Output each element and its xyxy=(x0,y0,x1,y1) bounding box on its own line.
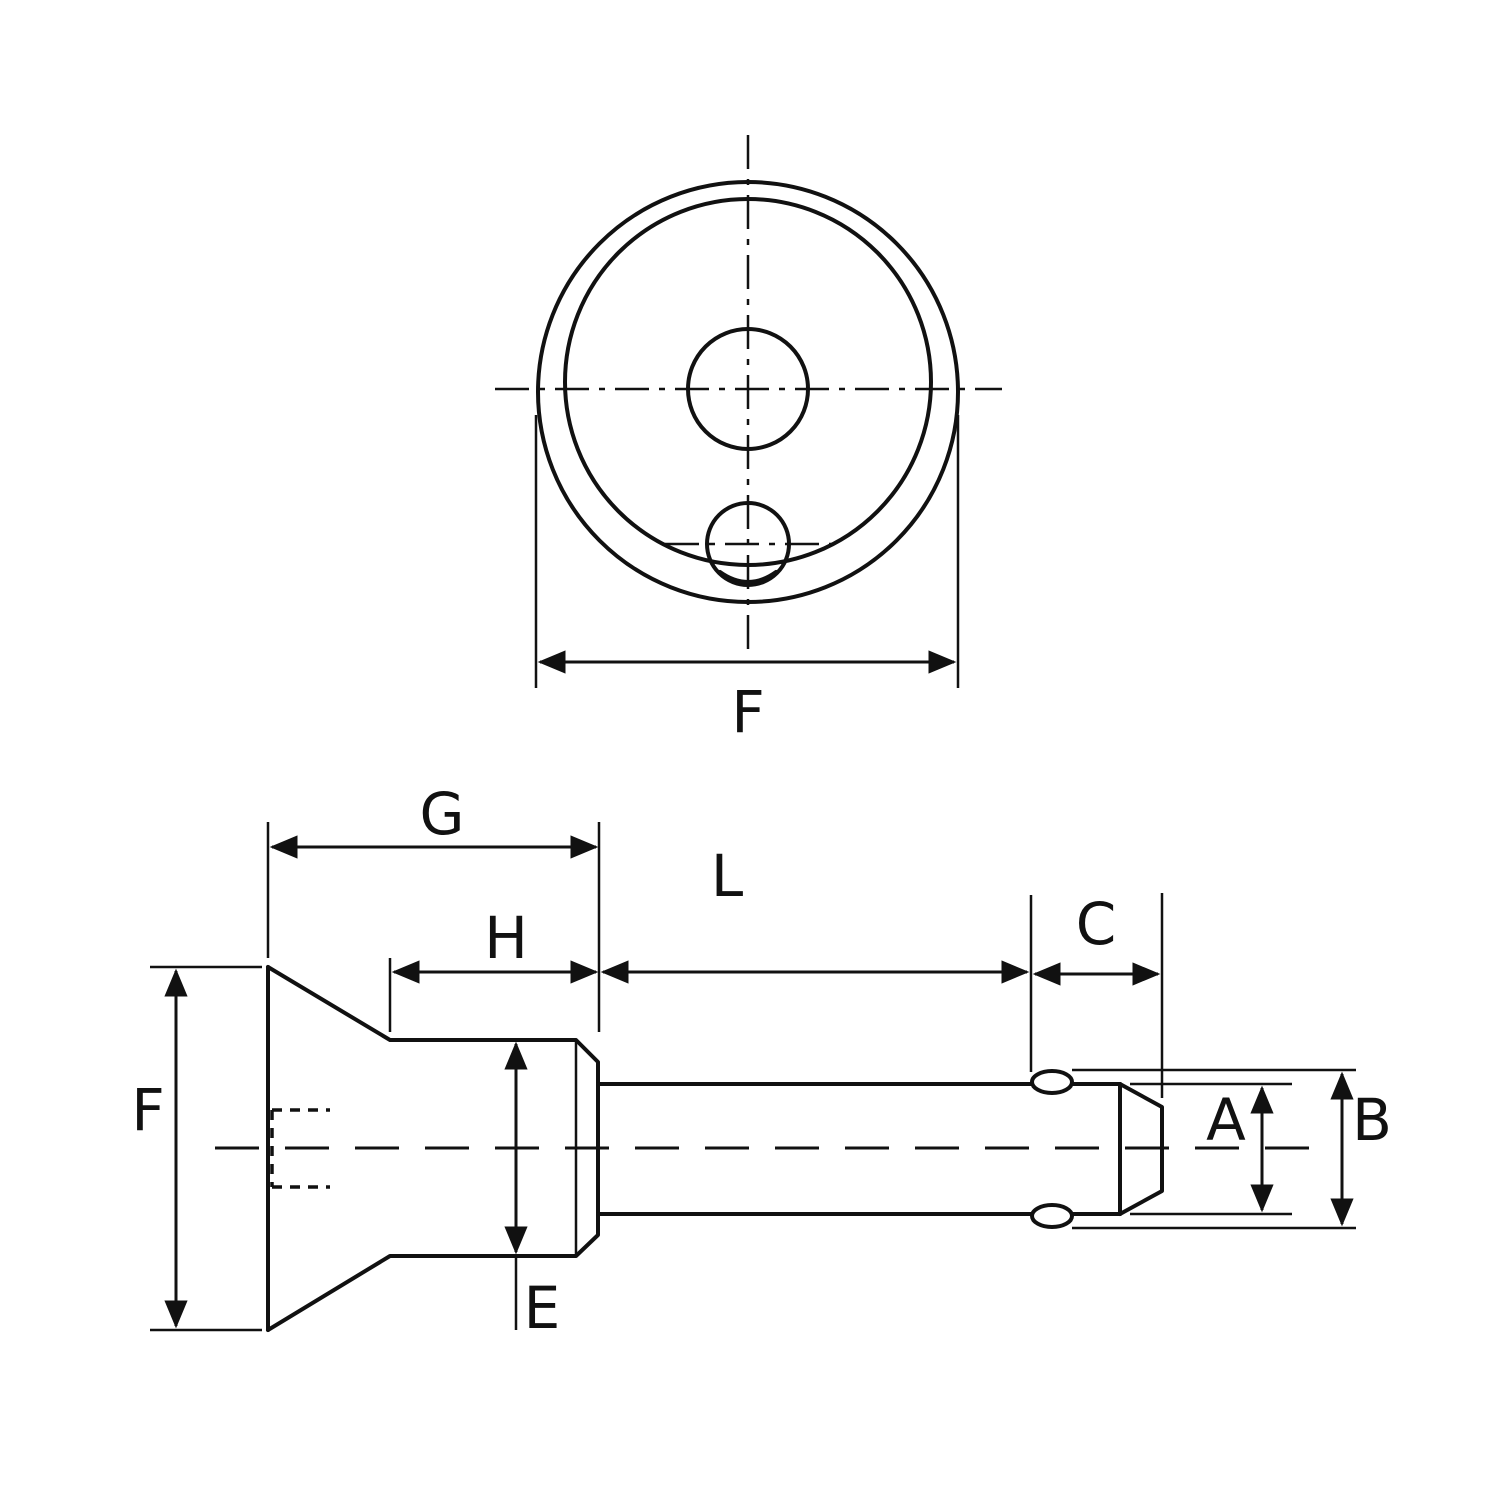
end-view: F xyxy=(495,135,1002,746)
locking-ball-top xyxy=(1030,1069,1074,1095)
dimension-label-l: L xyxy=(711,842,743,910)
outer-flange-circle xyxy=(536,180,960,604)
dimension-label-f-top: F xyxy=(731,678,764,746)
locking-ball-bottom xyxy=(1030,1203,1074,1229)
dimension-label-c: C xyxy=(1076,890,1117,958)
ball-protrusion-arc xyxy=(718,570,778,584)
inner-body-circle xyxy=(563,197,933,567)
side-view: G L H C F A B E xyxy=(131,780,1392,1342)
dimension-label-b: B xyxy=(1352,1086,1392,1154)
head-outline xyxy=(266,965,600,1332)
dimension-label-e: E xyxy=(524,1274,561,1342)
center-bore-circle xyxy=(686,327,810,451)
dimension-label-a: A xyxy=(1206,1086,1246,1154)
dimension-label-h: H xyxy=(484,904,528,972)
dimension-label-g: G xyxy=(420,780,465,848)
dimension-label-f-side: F xyxy=(131,1076,164,1144)
